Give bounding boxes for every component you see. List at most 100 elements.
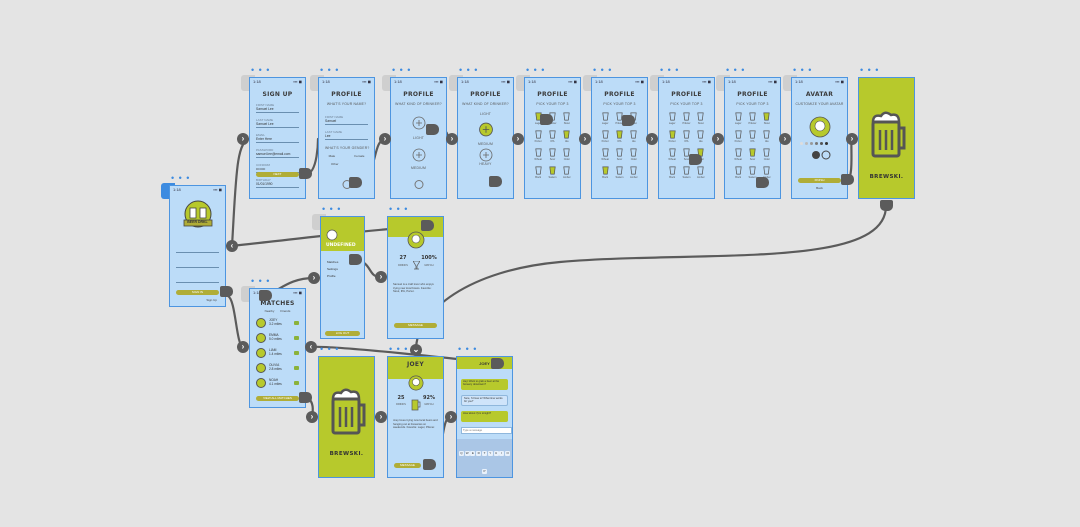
connector-plug[interactable] [423, 459, 436, 470]
connector-arrow-right[interactable]: › [779, 133, 791, 145]
connector-plug[interactable] [426, 124, 439, 135]
selected-option-icon[interactable] [478, 122, 493, 137]
view-all-matches-button[interactable]: VIEW ALL MATCHES [256, 396, 299, 401]
heavy-option-icon[interactable] [479, 148, 493, 162]
connector-arrow-right[interactable]: › [846, 133, 858, 145]
beer-option[interactable]: Porter [531, 130, 545, 143]
artboard-menu-dots[interactable]: • • • [726, 65, 746, 75]
artboard-menu-dots[interactable]: • • • [458, 344, 478, 354]
gender-option-male[interactable]: Male [328, 154, 336, 158]
artboard-profile-beer-4[interactable]: • • • 1:18▪▪▪ ◼ PROFILE PICK YOUR TOP 3 … [716, 66, 781, 199]
artboard-menu-panel[interactable]: • • • UNDEFINED Matches Settings Profile… [312, 205, 365, 339]
artboard-profile-drinker-2[interactable]: • • • 1:18▪▪▪ ◼ PROFILE WHAT KIND OF DRI… [449, 66, 514, 199]
artboard-avatar[interactable]: • • • 1:18▪▪▪ ◼ AVATAR CUSTOMIZE YOUR AV… [783, 66, 848, 199]
key[interactable]: U [493, 451, 499, 456]
connector-arrow-right[interactable]: › [712, 133, 724, 145]
artboard-chat[interactable]: • • • JOEY Hey! Want to grab a beer at t… [456, 345, 513, 478]
key[interactable]: O [505, 451, 511, 456]
beer-option[interactable]: Cider [760, 148, 774, 161]
beer-option[interactable]: Bock [598, 166, 612, 179]
beer-option[interactable]: Cider [560, 148, 574, 161]
beer-option[interactable]: Lager [665, 112, 679, 125]
tab-friends[interactable]: Friends [280, 309, 291, 313]
connector-arrow-right[interactable]: › [646, 133, 658, 145]
connector-plug[interactable] [349, 177, 362, 188]
connector-plug[interactable] [622, 115, 635, 126]
login-field-username[interactable] [176, 244, 219, 253]
beer-option[interactable]: IPA [612, 130, 626, 143]
beer-option[interactable]: IPA [545, 130, 559, 143]
connector-arrow-right[interactable]: › [237, 341, 249, 353]
login-field-extra[interactable] [176, 274, 219, 283]
artboard-menu-dots[interactable]: • • • [860, 65, 880, 75]
artboard-matches[interactable]: • • • 1:18▪▪▪ ◼ MATCHES Nearby Friends J… [241, 277, 306, 408]
beer-option[interactable]: Pilsner [679, 112, 693, 125]
beer-option[interactable]: Porter [731, 130, 745, 143]
artboard-menu-dots[interactable]: • • • [320, 65, 340, 75]
beer-option[interactable]: Stout [760, 112, 774, 125]
skin-color-swatches[interactable] [800, 142, 828, 145]
beer-option[interactable]: Pilsner [612, 112, 626, 125]
connector-arrow-right[interactable]: › [379, 133, 391, 145]
log-out-button[interactable]: LOG OUT [325, 331, 360, 336]
artboard-profile-name[interactable]: • • • 1:18▪▪▪ ◼ PROFILE WHAT'S YOUR NAME… [310, 66, 375, 199]
artboard-profile-drinker-1[interactable]: • • • 1:18▪▪▪ ◼ PROFILE WHAT KIND OF DRI… [382, 66, 447, 199]
artboard-menu-dots[interactable]: • • • [171, 173, 191, 183]
connector-plug[interactable] [299, 392, 312, 403]
beer-option[interactable]: Pilsner [745, 112, 759, 125]
beer-option[interactable]: Amber [627, 166, 641, 179]
connector-plug[interactable] [689, 154, 702, 165]
beer-option[interactable]: Sour [679, 148, 693, 161]
sign-up-link[interactable]: Sign Up [206, 298, 217, 302]
key[interactable]: I [499, 451, 505, 456]
menu-item-profile[interactable]: Profile [327, 274, 336, 278]
hair-style-icon[interactable] [810, 150, 822, 160]
artboard-menu-dots[interactable]: • • • [389, 204, 409, 214]
artboard-menu-dots[interactable]: • • • [392, 65, 412, 75]
beer-option[interactable]: Sour [545, 148, 559, 161]
beer-option[interactable]: Saison [679, 166, 693, 179]
message-input[interactable] [461, 427, 512, 434]
artboard-profile-beer-2[interactable]: • • • 1:18▪▪▪ ◼ PROFILE PICK YOUR TOP 3 … [583, 66, 648, 199]
message-button[interactable]: MESSAGE [394, 463, 421, 468]
beer-option[interactable]: Lager [531, 112, 545, 125]
beer-option[interactable]: Stout [694, 112, 708, 125]
connector-arrow-left[interactable]: ‹ [305, 341, 317, 353]
message-button[interactable]: MESSAGE [394, 323, 437, 328]
gender-option-female[interactable]: Female [354, 154, 365, 158]
connector-plug[interactable] [220, 286, 233, 297]
connector-arrow-right[interactable]: › [375, 271, 387, 283]
beer-option[interactable]: Porter [665, 130, 679, 143]
artboard-menu-dots[interactable]: • • • [251, 65, 271, 75]
artboard-menu-dots[interactable]: • • • [660, 65, 680, 75]
beer-option[interactable]: Wheat [665, 148, 679, 161]
beer-option[interactable]: Amber [560, 166, 574, 179]
light-option-icon[interactable] [412, 116, 426, 130]
beer-option[interactable]: Wheat [531, 148, 545, 161]
beer-option[interactable]: Ale [694, 130, 708, 143]
artboard-menu-dots[interactable]: • • • [459, 65, 479, 75]
beer-option[interactable]: Ale [627, 130, 641, 143]
connector-arrow-right[interactable]: › [237, 133, 249, 145]
beer-option[interactable]: Amber [694, 166, 708, 179]
back-link[interactable]: Back [816, 186, 823, 190]
login-field-password[interactable] [176, 259, 219, 268]
key[interactable]: Q [458, 451, 464, 456]
key[interactable]: R [476, 451, 482, 456]
beer-option[interactable]: Ale [560, 130, 574, 143]
artboard-user-profile[interactable]: • • • 27 DRINKS 100% MATCH Samuel is a c… [387, 205, 444, 339]
key[interactable]: E [470, 451, 476, 456]
artboard-splash[interactable]: • • • BREWSKI. [858, 66, 915, 199]
connector-arrow-right[interactable]: › [512, 133, 524, 145]
beer-option[interactable]: Lager [731, 112, 745, 125]
beer-option[interactable]: IPA [745, 130, 759, 143]
beer-option[interactable]: Saison [545, 166, 559, 179]
